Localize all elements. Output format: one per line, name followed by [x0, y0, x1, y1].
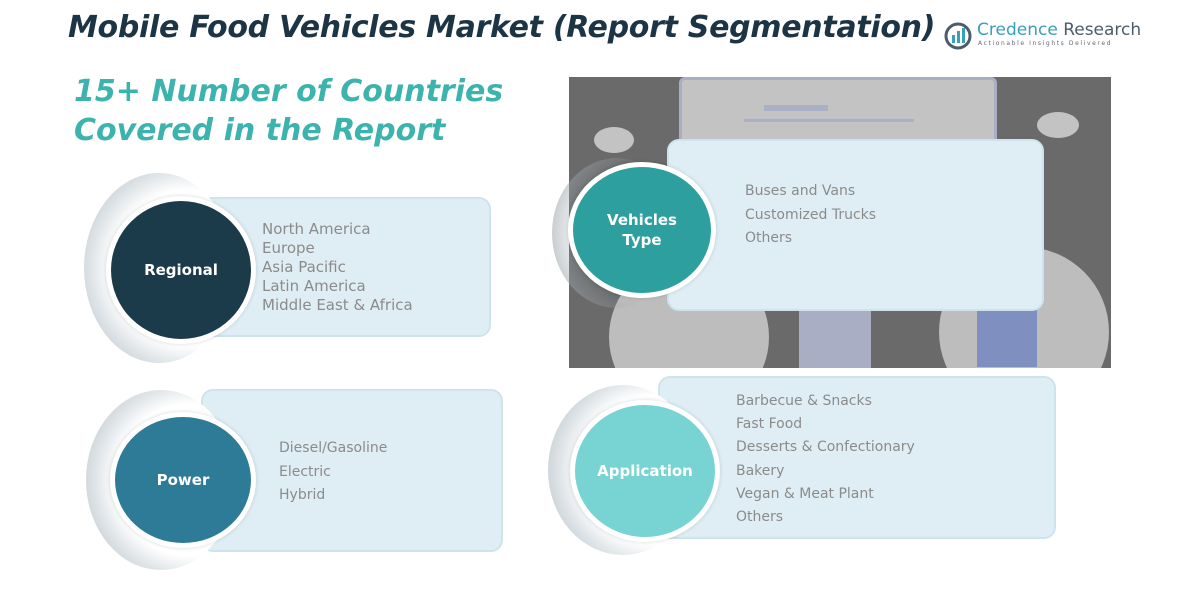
list-item: Others — [736, 509, 784, 526]
list-item: Latin America — [262, 277, 366, 295]
power-circle: Power — [110, 412, 256, 548]
list-item: Vegan & Meat Plant — [736, 485, 874, 502]
vehicles-label-2: Type — [622, 231, 662, 249]
application-list: Barbecue & Snacks Fast Food Desserts & C… — [736, 390, 915, 529]
countries-subtitle: 15+ Number of Countries Covered in the R… — [74, 72, 503, 150]
list-item: Asia Pacific — [262, 258, 346, 276]
list-item: Others — [745, 230, 793, 246]
regional-circle: Regional — [106, 196, 256, 344]
application-circle: Application — [570, 400, 720, 542]
list-item: Barbecue & Snacks — [736, 393, 872, 409]
list-item: Bakery — [736, 462, 785, 479]
list-item: Fast Food — [736, 416, 803, 433]
logo-name-2: Research — [1063, 20, 1142, 40]
regional-label: Regional — [144, 261, 218, 279]
list-item: Electric — [279, 463, 331, 480]
list-item: Buses and Vans — [745, 183, 856, 199]
logo: Credence Research Actionable Insights De… — [944, 20, 1141, 52]
regional-box — [200, 197, 491, 337]
vehicles-label-1: Vehicles — [607, 211, 677, 229]
logo-tagline: Actionable Insights Delivered — [978, 40, 1113, 47]
list-item: Customized Trucks — [745, 206, 877, 223]
power-list: Diesel/Gasoline Electric Hybrid — [279, 437, 387, 508]
regional-list: North America Europe Asia Pacific Latin … — [262, 220, 413, 315]
power-label: Power — [156, 471, 210, 489]
list-item: Desserts & Confectionary — [736, 439, 915, 456]
logo-name-1: Credence — [977, 20, 1058, 40]
application-box — [658, 376, 1056, 539]
list-item: Diesel/Gasoline — [279, 440, 388, 456]
list-item: Hybrid — [279, 487, 326, 503]
page-title: Mobile Food Vehicles Market (Report Segm… — [68, 10, 936, 45]
subtitle-line-1: 15+ Number of Countries — [74, 74, 504, 109]
power-box — [201, 389, 503, 552]
list-item: Europe — [262, 239, 315, 257]
list-item: North America — [262, 220, 371, 238]
logo-chart-icon — [944, 22, 972, 50]
list-item: Middle East & Africa — [262, 296, 413, 314]
logo-name: Credence Research — [977, 20, 1141, 40]
application-label: Application — [597, 462, 693, 480]
subtitle-line-2: Covered in the Report — [74, 113, 446, 148]
vehicles-list: Buses and Vans Customized Trucks Others — [745, 180, 876, 251]
